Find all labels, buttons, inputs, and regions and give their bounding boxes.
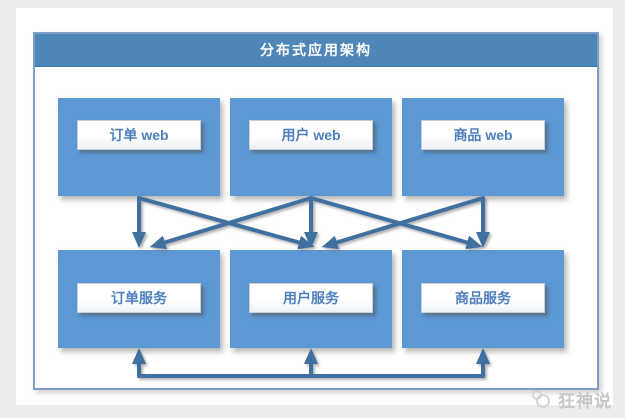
node-product-web-label: 商品 web (421, 120, 545, 150)
node-user-service-label: 用户服务 (249, 283, 373, 313)
node-product-web: 商品 web (402, 98, 564, 196)
watermark: 狂神说 (529, 388, 612, 411)
kuangshen-logo-icon (532, 390, 550, 408)
node-user-web-label: 用户 web (249, 120, 373, 150)
diagram-title: 分布式应用架构 (260, 42, 372, 58)
node-order-web: 订单 web (58, 98, 220, 196)
node-product-service: 商品服务 (402, 250, 564, 348)
node-user-web: 用户 web (230, 98, 392, 196)
node-order-service-label: 订单服务 (77, 283, 201, 313)
node-product-service-label: 商品服务 (421, 283, 545, 313)
node-order-service: 订单服务 (58, 250, 220, 348)
watermark-text: 狂神说 (558, 391, 612, 411)
node-order-web-label: 订单 web (77, 120, 201, 150)
diagram-title-bar: 分布式应用架构 (35, 34, 597, 67)
node-user-service: 用户服务 (230, 250, 392, 348)
